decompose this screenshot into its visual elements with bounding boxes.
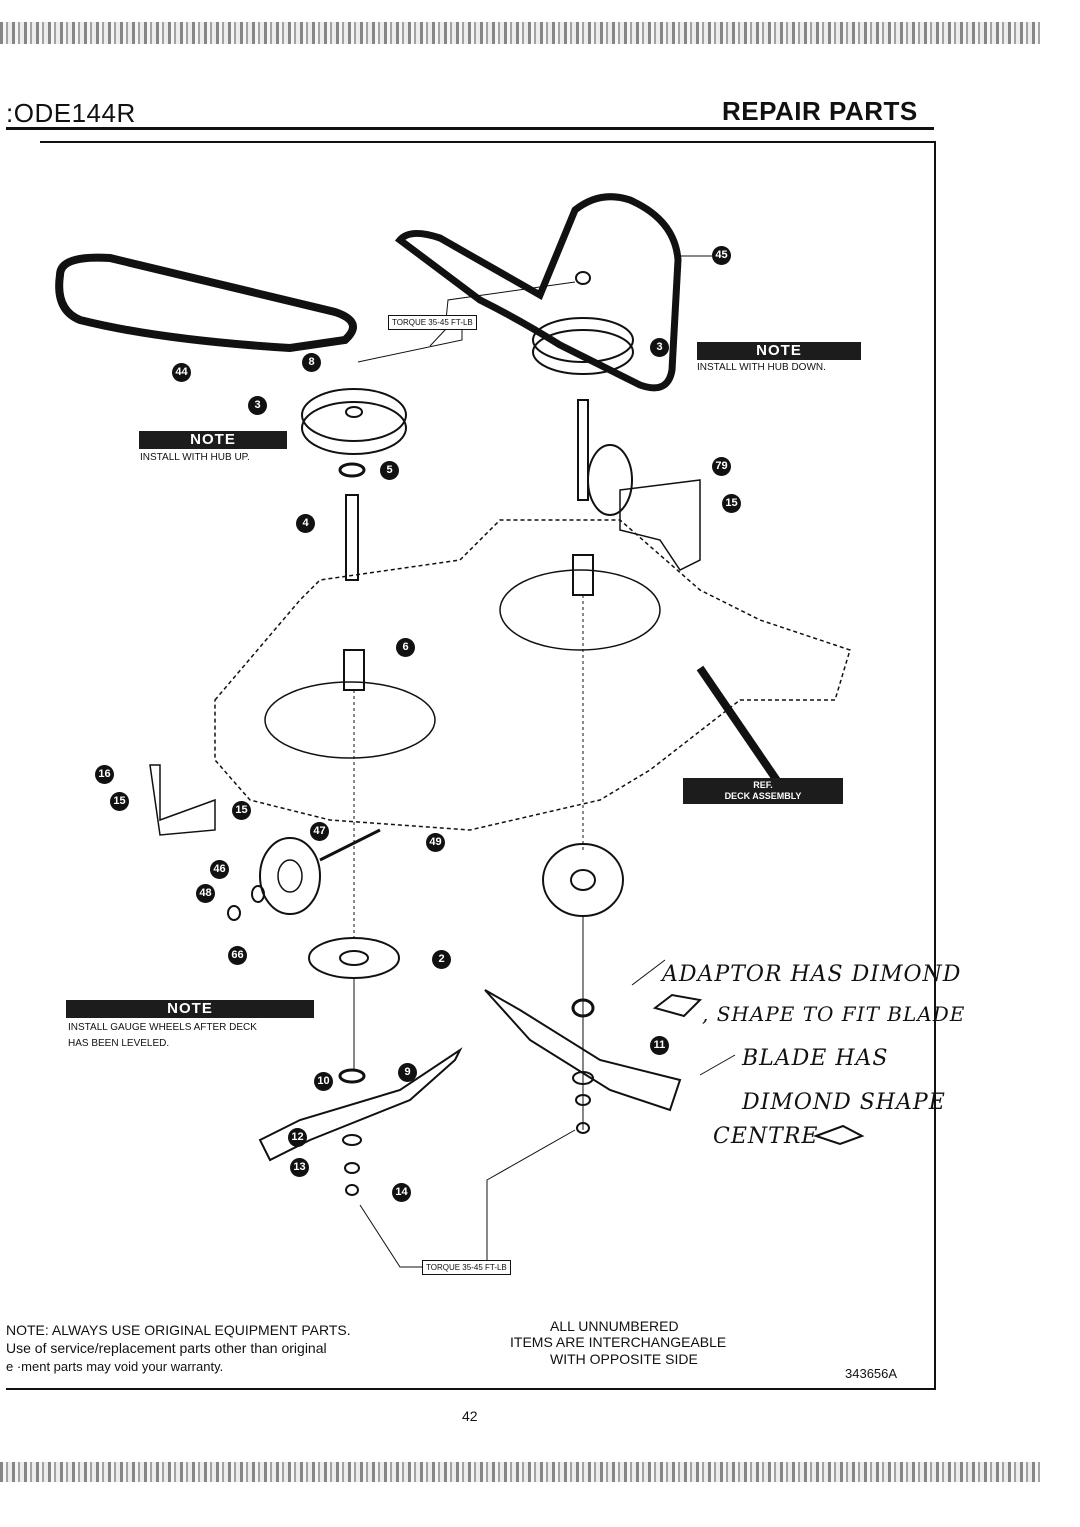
- note-gauge-text-1: INSTALL GAUGE WHEELS AFTER DECK: [68, 1022, 257, 1033]
- note-gauge-bar: NOTE: [66, 1000, 314, 1018]
- callout-5: 5: [380, 461, 399, 480]
- callout-3-left: 3: [248, 396, 267, 415]
- callout-9: 9: [398, 1063, 417, 1082]
- right-gauge-wheel: [587, 444, 633, 516]
- header-rule-thin: [40, 141, 935, 143]
- callout-15-left: 15: [110, 792, 129, 811]
- callout-3-right: 3: [650, 338, 669, 357]
- torque-label-bottom: TORQUE 35-45 FT-LB: [422, 1260, 511, 1275]
- callout-11: 11: [650, 1036, 669, 1055]
- bracket-79: [619, 479, 701, 571]
- footer-unnumbered-2: ITEMS ARE INTERCHANGEABLE: [510, 1334, 727, 1350]
- blade-adapter-left: [308, 937, 400, 979]
- callout-15-right: 15: [722, 494, 741, 513]
- note-hub-up-text: INSTALL WITH HUB UP.: [140, 452, 250, 463]
- washer-5: [338, 462, 366, 478]
- scan-noise-bottom: [0, 1462, 1040, 1482]
- footer-unnumbered-3: WITH OPPOSITE SIDE: [550, 1351, 698, 1367]
- note-hub-down-bar: NOTE: [697, 342, 861, 360]
- header-rule: [6, 127, 934, 130]
- bolt-14: [345, 1184, 359, 1196]
- spindle-4: [345, 494, 359, 581]
- washer-12: [342, 1134, 362, 1146]
- model-number: :ODE144R: [6, 98, 136, 128]
- scan-noise-top: [0, 22, 1040, 44]
- callout-44: 44: [172, 363, 191, 382]
- washer-13: [344, 1162, 360, 1174]
- right-spacer: [572, 554, 594, 596]
- section-title: REPAIR PARTS: [722, 96, 918, 126]
- ref-label: REF.: [753, 780, 773, 790]
- callout-4: 4: [296, 514, 315, 533]
- callout-14: 14: [392, 1183, 411, 1202]
- gauge-wheel-46: [259, 837, 321, 915]
- handwritten-note-3: BLADE HAS: [742, 1046, 889, 1071]
- blade-adapter-right: [542, 843, 624, 917]
- belt-44: [55, 253, 357, 353]
- callout-79: 79: [712, 457, 731, 476]
- right-spindle-housing: [499, 569, 661, 651]
- torque-label-top: TORQUE 35-45 FT-LB: [388, 315, 477, 330]
- footer-note-3: e ·ment parts may void your warranty.: [6, 1359, 224, 1374]
- deck-assembly-label: DECK ASSEMBLY: [724, 791, 802, 801]
- callout-48: 48: [196, 884, 215, 903]
- nut-66: [227, 905, 241, 921]
- spacer-6: [343, 649, 365, 691]
- footer-unnumbered-1: ALL UNNUMBERED: [550, 1318, 679, 1334]
- diagram-frame: [934, 141, 936, 1389]
- blade-right: [484, 989, 682, 1112]
- handwritten-note-2: , SHAPE TO FIT BLADE: [702, 1002, 966, 1026]
- callout-46: 46: [210, 860, 229, 879]
- diamond-sketch-1: [652, 993, 703, 1018]
- callout-49: 49: [426, 833, 445, 852]
- handwritten-note-1: ADAPTOR HAS DIMOND: [662, 962, 962, 987]
- callout-15-mid: 15: [232, 801, 251, 820]
- page-number: 42: [462, 1408, 478, 1424]
- right-pulley: [532, 317, 634, 363]
- right-spindle: [577, 399, 589, 501]
- washer-48: [251, 885, 265, 903]
- callout-45: 45: [712, 246, 731, 265]
- note-hub-up-bar: NOTE: [139, 431, 287, 449]
- washer-10: [338, 1068, 366, 1084]
- deck-outline: [214, 519, 851, 831]
- left-spindle-housing: [264, 681, 436, 759]
- ref-deck-assembly: REF. DECK ASSEMBLY: [683, 778, 843, 804]
- diamond-sketch-2: [812, 1124, 865, 1146]
- callout-8: 8: [302, 353, 321, 372]
- footer-note-2: Use of service/replacement parts other t…: [6, 1340, 327, 1356]
- callout-2: 2: [432, 950, 451, 969]
- callout-47: 47: [310, 822, 329, 841]
- part-number: 343656A: [845, 1366, 898, 1381]
- note-gauge-text-2: HAS BEEN LEVELED.: [68, 1038, 170, 1049]
- left-pulley: [301, 388, 407, 442]
- bottom-rule: [6, 1388, 936, 1390]
- bracket-16: [149, 764, 216, 836]
- callout-16: 16: [95, 765, 114, 784]
- callout-10: 10: [314, 1072, 333, 1091]
- handwritten-note-4: DIMOND SHAPE: [742, 1090, 946, 1115]
- blade-left: [258, 1047, 463, 1162]
- callout-12: 12: [288, 1128, 307, 1147]
- footer-note-1: NOTE: ALWAYS USE ORIGINAL EQUIPMENT PART…: [6, 1322, 351, 1338]
- handwritten-note-5: CENTRE: [713, 1124, 819, 1149]
- belt-45: [394, 193, 682, 392]
- callout-66: 66: [228, 946, 247, 965]
- note-hub-down-text: INSTALL WITH HUB DOWN.: [697, 362, 826, 373]
- callout-13: 13: [290, 1158, 309, 1177]
- callout-6: 6: [396, 638, 415, 657]
